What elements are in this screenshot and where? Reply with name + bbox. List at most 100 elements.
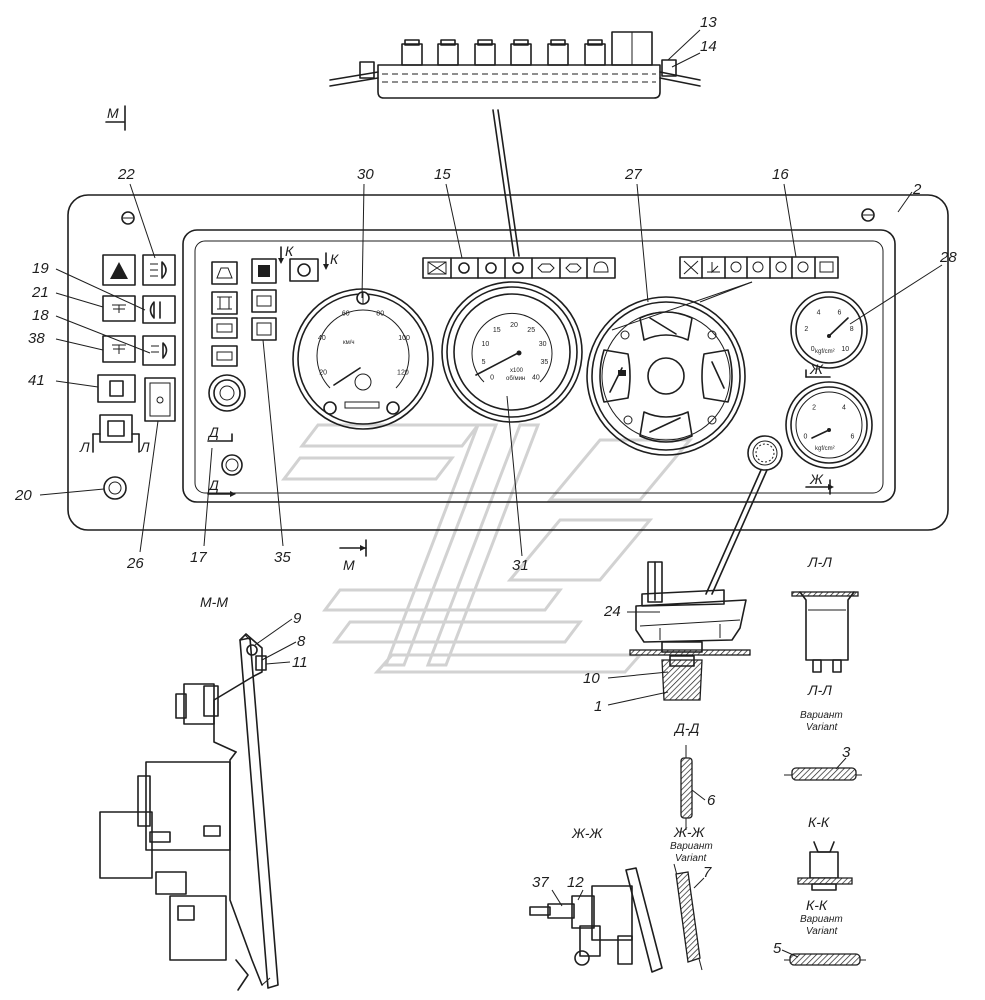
- tachometer-needle: [475, 351, 521, 376]
- callout-6: 6: [707, 792, 716, 809]
- warning-lamp: [747, 435, 783, 471]
- part-3: [791, 767, 857, 781]
- indicator-strip-15: [422, 257, 616, 279]
- variant-label-en: Variant: [806, 926, 839, 937]
- gauge-tick-label: 80: [376, 310, 384, 317]
- gauge-tick-label: 20: [319, 369, 327, 376]
- callout-16: 16: [772, 166, 789, 183]
- gauge-tick-label: 120: [397, 369, 409, 376]
- section-title-k-k-variant: К-К: [806, 897, 828, 913]
- indicator-column-left: [211, 261, 238, 367]
- socket-1: [661, 659, 703, 701]
- right-window: [701, 349, 733, 403]
- tachometer-unit: об/мин: [506, 376, 525, 382]
- section-letter-k-left: К: [285, 243, 294, 259]
- turn-signal-icon: [537, 263, 555, 273]
- gauge-tick-label: 0: [811, 346, 815, 353]
- button-38: [102, 335, 136, 363]
- watermark: [280, 423, 694, 674]
- fog-lamp-icon: [161, 261, 167, 279]
- indicator-strip-16: [679, 256, 839, 279]
- left-switch-block: Л Л: [79, 254, 176, 500]
- trip-dial: [354, 373, 372, 391]
- gauge-tick-label: 25: [527, 327, 535, 334]
- callout-20: 20: [14, 487, 32, 504]
- button-26: [144, 377, 176, 422]
- callout-31: 31: [512, 557, 529, 574]
- trailer-icon: [593, 261, 609, 273]
- gauge-tick-label: 10: [841, 346, 849, 353]
- part-6: [680, 757, 693, 819]
- callout-17: 17: [190, 549, 207, 566]
- bottom-window: [639, 411, 693, 443]
- gauge-tick-label: 40: [532, 375, 540, 382]
- panel-callouts: 22 30 15 27 16 2 28 19 21 18 38 41 20 26…: [14, 166, 957, 574]
- lamp-icon: [112, 344, 126, 354]
- callout-30: 30: [357, 166, 374, 183]
- section-mark-k: К К: [278, 243, 339, 270]
- section-letter-zh-lower: Ж: [809, 471, 824, 487]
- callout-1: 1: [594, 698, 602, 715]
- main-panel: [67, 194, 949, 531]
- callout-5: 5: [773, 940, 782, 957]
- callout-13: 13: [700, 14, 717, 31]
- section-m-m: М-М 9 8 11: [99, 594, 308, 991]
- callout-37: 37: [532, 874, 549, 891]
- pressure-needle: [811, 429, 830, 439]
- section-letter-k-right: К: [330, 251, 339, 267]
- variant-label-ru: Вариант: [670, 841, 713, 852]
- section-mark-zh: Ж Ж: [805, 361, 834, 495]
- brake-icon: [752, 261, 764, 273]
- callout-10: 10: [583, 670, 600, 687]
- callout-2: 2: [912, 181, 922, 198]
- section-mark-m-bottom: М: [339, 539, 367, 573]
- gauge-tick-label: 8: [850, 326, 854, 333]
- callout-35: 35: [274, 549, 291, 566]
- axle-icon: [707, 262, 720, 274]
- section-l-l: Л-Л Л-Л Вариант Variant 3: [784, 554, 862, 781]
- callout-22: 22: [117, 166, 135, 183]
- gauge-tick-label: 0: [804, 433, 808, 440]
- indicator-column-right: [251, 258, 319, 341]
- left-window: [599, 349, 631, 403]
- callout-9: 9: [293, 610, 302, 627]
- fog-light-button: [142, 254, 176, 286]
- gauge-tick-label: 5: [482, 359, 486, 366]
- screw-left: [121, 211, 135, 225]
- gauge-tick-label: 4: [817, 309, 821, 316]
- button-41: [97, 374, 136, 403]
- section-letter-l-right: Л: [139, 439, 150, 455]
- gauge-tick-label: 2: [804, 326, 808, 333]
- callout-21: 21: [31, 284, 49, 301]
- callout-11: 11: [292, 654, 308, 671]
- callout-24: 24: [603, 603, 621, 620]
- section-letter-l-left: Л: [79, 439, 90, 455]
- callout-38: 38: [28, 330, 45, 347]
- brake-icon: [775, 261, 787, 273]
- lamp-socket-detail: 24 10 1: [583, 561, 751, 715]
- section-letter-d-lower: Д: [207, 477, 219, 493]
- section-letter-d-upper: Д: [207, 424, 219, 440]
- gauge-tick-label: 10: [482, 341, 490, 348]
- cross-icon: [683, 260, 699, 275]
- rear-fog-icon: [149, 301, 161, 319]
- callout-18: 18: [32, 307, 49, 324]
- section-title-m-m: М-М: [200, 594, 228, 610]
- section-k-k: К-К К-К Вариант Variant 5: [773, 814, 866, 966]
- callout-19: 19: [32, 260, 49, 277]
- gauge-tick-label: 6: [851, 433, 855, 440]
- lamp-icon: [112, 304, 126, 313]
- callout-8: 8: [297, 633, 306, 650]
- tachometer-scale-factor: x100: [510, 368, 524, 374]
- lamp-icon: [458, 262, 470, 274]
- callout-3: 3: [842, 744, 851, 761]
- gauge-tick-label: 0: [490, 375, 494, 382]
- button-18: [142, 335, 176, 366]
- variant-label-en: Variant: [806, 722, 839, 733]
- section-mark-d: Д Д: [207, 424, 236, 497]
